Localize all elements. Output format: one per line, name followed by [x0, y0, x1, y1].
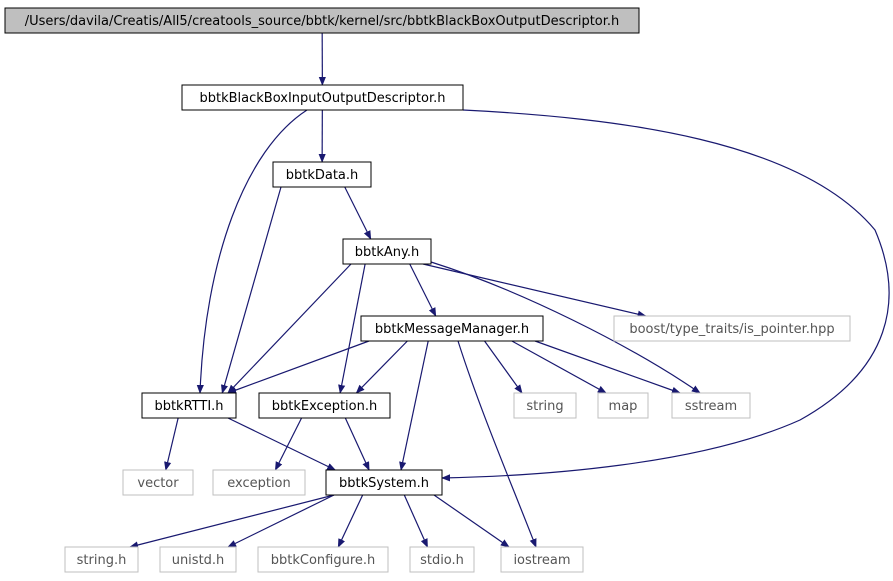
node-label: exception: [227, 476, 291, 491]
node-box: [181, 84, 464, 111]
edge-any-to-exc: [338, 263, 366, 394]
node-label: bbtkRTTI.h: [154, 399, 223, 414]
node-conf[interactable]: bbtkConfigure.h: [257, 546, 389, 573]
edge-any-to-rtti: [227, 263, 352, 394]
edge-msg-to-exc: [355, 340, 408, 394]
edge-any-to-msg: [409, 263, 437, 317]
node-box: [597, 392, 649, 419]
edge-any-to-boost: [422, 263, 647, 318]
node-box: [212, 469, 306, 496]
node-box: [64, 546, 139, 573]
edge-sys-to-stdio: [403, 494, 429, 548]
node-label: bbtkSystem.h: [339, 476, 429, 491]
node-label: bbtkConfigure.h: [271, 553, 376, 568]
edge-exc-to-sys: [344, 417, 370, 471]
node-box: [409, 546, 475, 573]
node-sys[interactable]: bbtkSystem.h: [325, 469, 443, 496]
node-label: bbtkData.h: [286, 168, 359, 183]
node-label: boost/type_traits/is_pointer.hpp: [629, 322, 834, 337]
node-label: bbtkBlackBoxInputOutputDescriptor.h: [200, 91, 446, 106]
node-exc[interactable]: bbtkException.h: [258, 392, 391, 419]
node-unistd[interactable]: unistd.h: [159, 546, 237, 573]
node-msg[interactable]: bbtkMessageManager.h: [360, 315, 544, 342]
node-iostream[interactable]: iostream: [500, 546, 584, 573]
node-box: [159, 546, 237, 573]
node-string[interactable]: string: [513, 392, 577, 419]
node-sstream[interactable]: sstream: [671, 392, 751, 419]
node-box: [500, 546, 584, 573]
node-box: [671, 392, 751, 419]
node-box: [613, 315, 851, 342]
edge-any-to-sstream: [430, 261, 701, 394]
node-box: [342, 238, 432, 265]
edge-msg-to-sys: [399, 340, 429, 471]
node-label: string: [526, 399, 563, 414]
edge-sys-to-unistd: [227, 494, 335, 548]
edge-exc-to-exception: [274, 417, 303, 471]
node-label: string.h: [77, 553, 127, 568]
node-stringh[interactable]: string.h: [64, 546, 139, 573]
edge-sys-to-stringh: [129, 494, 335, 549]
node-box: [258, 392, 391, 419]
node-label: stdio.h: [420, 553, 464, 568]
node-label: bbtkMessageManager.h: [375, 322, 529, 337]
node-label: bbtkAny.h: [355, 245, 419, 260]
node-box: [513, 392, 577, 419]
edge-data-to-rtti: [221, 186, 282, 394]
edge-rtti-to-sys: [227, 417, 337, 471]
node-box: [122, 469, 194, 496]
edge-sys-to-conf: [337, 494, 364, 548]
nodes: /Users/davila/Creatis/All5/creatools_sou…: [4, 7, 851, 573]
edges: [129, 32, 890, 549]
node-boost[interactable]: boost/type_traits/is_pointer.hpp: [613, 315, 851, 342]
node-data[interactable]: bbtkData.h: [272, 161, 372, 188]
node-label: bbtkException.h: [272, 399, 377, 414]
edge-rtti-to-vector: [164, 417, 179, 471]
edge-msg-to-string: [484, 340, 523, 394]
edge-iod-to-sys: [441, 109, 890, 482]
node-box: [4, 7, 640, 34]
node-map[interactable]: map: [597, 392, 649, 419]
node-label: /Users/davila/Creatis/All5/creatools_sou…: [25, 14, 620, 29]
node-rtti[interactable]: bbtkRTTI.h: [141, 392, 237, 419]
node-box: [141, 392, 237, 419]
edge-msg-to-sstream: [534, 340, 681, 394]
node-box: [272, 161, 372, 188]
node-any[interactable]: bbtkAny.h: [342, 238, 432, 265]
node-label: vector: [137, 476, 179, 491]
edge-data-to-any: [344, 186, 372, 240]
edge-msg-to-iostream: [457, 340, 537, 548]
node-iod[interactable]: bbtkBlackBoxInputOutputDescriptor.h: [181, 84, 464, 111]
edge-msg-to-rtti: [227, 340, 370, 394]
node-box: [257, 546, 389, 573]
edge-iod-to-rtti: [196, 109, 308, 394]
node-label: unistd.h: [172, 553, 225, 568]
node-label: iostream: [513, 553, 570, 568]
node-box: [325, 469, 443, 496]
node-label: map: [609, 399, 638, 414]
node-label: sstream: [685, 399, 737, 414]
node-vector[interactable]: vector: [122, 469, 194, 496]
node-root[interactable]: /Users/davila/Creatis/All5/creatools_sou…: [4, 7, 640, 34]
edge-msg-to-map: [511, 340, 607, 394]
edge-sys-to-iostream: [433, 494, 510, 548]
node-stdio[interactable]: stdio.h: [409, 546, 475, 573]
node-box: [360, 315, 544, 342]
node-exception[interactable]: exception: [212, 469, 306, 496]
